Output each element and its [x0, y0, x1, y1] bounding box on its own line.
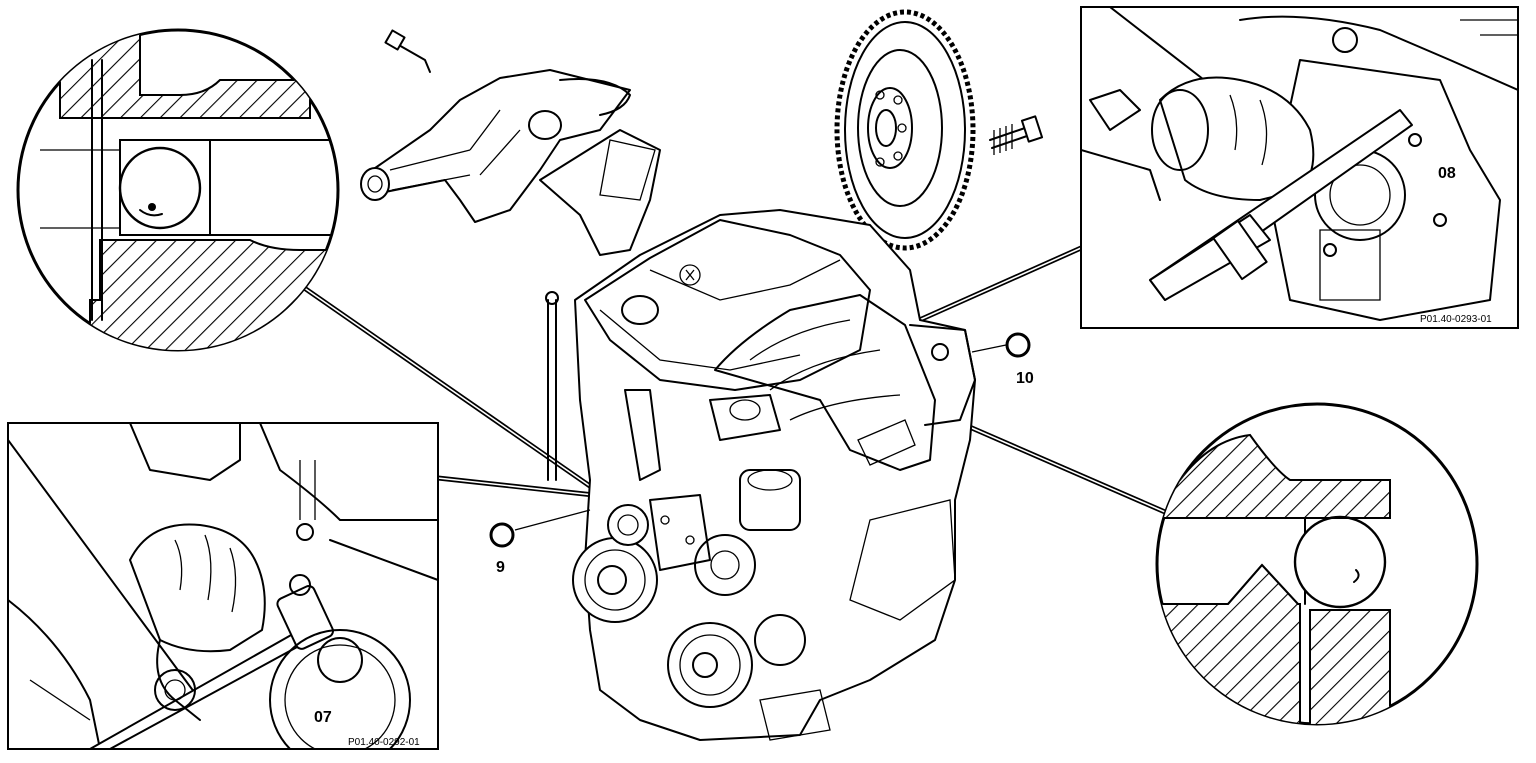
detail-box-rear-seal: 08 P01.40-0293-01 [1080, 6, 1519, 329]
sealing-ring-9: 9 [489, 509, 591, 576]
sealing-ring-icon [1005, 332, 1031, 358]
bolt-icon [389, 39, 431, 73]
water-pump-icon [360, 29, 661, 256]
detail-circle-top-left [16, 28, 340, 352]
sealing-ring-10: 10 [971, 332, 1034, 387]
callout-08: 08 [1438, 165, 1456, 182]
hand-icon [129, 523, 266, 653]
sealing-ring-icon [489, 522, 515, 548]
flywheel-icon [834, 9, 976, 251]
hatched-section-icon [40, 30, 338, 350]
pulley-icon [269, 629, 411, 749]
figure-code-front: P01.40-0292-01 [348, 737, 420, 748]
detail-box-front-seal: 07 P01.40-0292-01 [7, 422, 439, 750]
leader-lines [298, 245, 1166, 515]
callout-10: 10 [1016, 370, 1034, 387]
callout-9: 9 [496, 559, 505, 576]
bolt-icon [989, 115, 1044, 155]
callout-07: 07 [314, 709, 332, 726]
detail-circle-bottom-right [1155, 402, 1479, 726]
figure-code-rear: P01.40-0293-01 [1420, 314, 1492, 325]
engine-block-icon [545, 209, 976, 741]
